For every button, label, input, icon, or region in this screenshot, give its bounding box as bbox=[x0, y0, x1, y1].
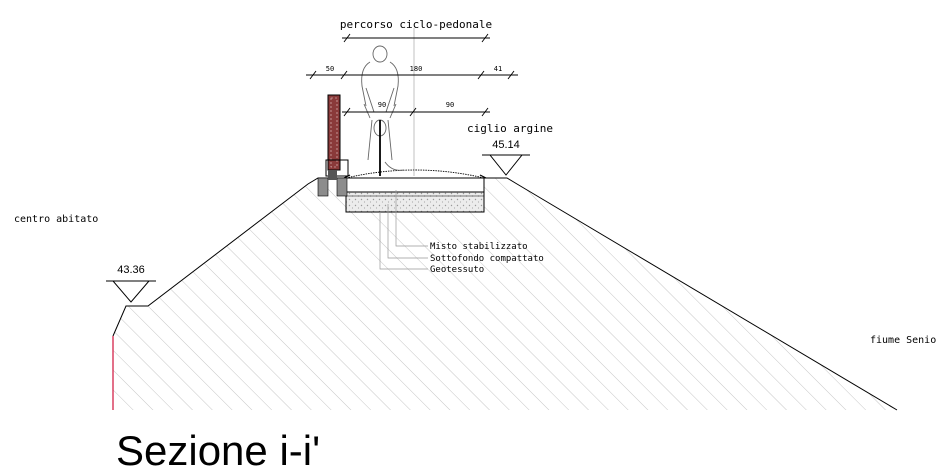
path-label: percorso ciclo-pedonale bbox=[340, 18, 492, 31]
layer-misto-stabilizzato bbox=[345, 177, 485, 193]
layer-leaders bbox=[379, 190, 428, 270]
crest-elevation: 45.14 bbox=[492, 139, 520, 151]
layer-label-3: Geotessuto bbox=[430, 265, 484, 275]
crest-elevation-marker bbox=[488, 154, 524, 176]
layer-label-2: Sottofondo compattato bbox=[430, 254, 544, 264]
dim-path-total bbox=[342, 33, 490, 43]
dim-path-width: 180 bbox=[410, 65, 423, 73]
dim-half-left: 90 bbox=[378, 101, 386, 109]
dim-row-halves bbox=[342, 107, 490, 117]
path-surface bbox=[345, 169, 485, 179]
embankment-fill bbox=[113, 178, 897, 410]
toe-elevation: 43.36 bbox=[117, 264, 145, 276]
dim-row-widths bbox=[306, 70, 518, 80]
river-side-label: fiume Senio bbox=[870, 335, 936, 346]
layer-sottofondo bbox=[345, 191, 485, 213]
fence-post bbox=[327, 94, 341, 171]
footing-left bbox=[317, 177, 329, 197]
dim-left-margin: 50 bbox=[326, 65, 334, 73]
cyclist-figure bbox=[361, 45, 405, 176]
layer-label-1: Misto stabilizzato bbox=[430, 242, 528, 252]
town-side-label: centro abitato bbox=[14, 214, 98, 225]
dim-half-right: 90 bbox=[446, 101, 454, 109]
dim-right-margin: 41 bbox=[494, 65, 502, 73]
crest-label: ciglio argine bbox=[467, 122, 553, 135]
section-title: Sezione i-i' bbox=[116, 427, 320, 474]
toe-elevation-marker bbox=[111, 280, 151, 303]
embankment-profile bbox=[112, 177, 898, 411]
footing-right bbox=[336, 177, 348, 197]
